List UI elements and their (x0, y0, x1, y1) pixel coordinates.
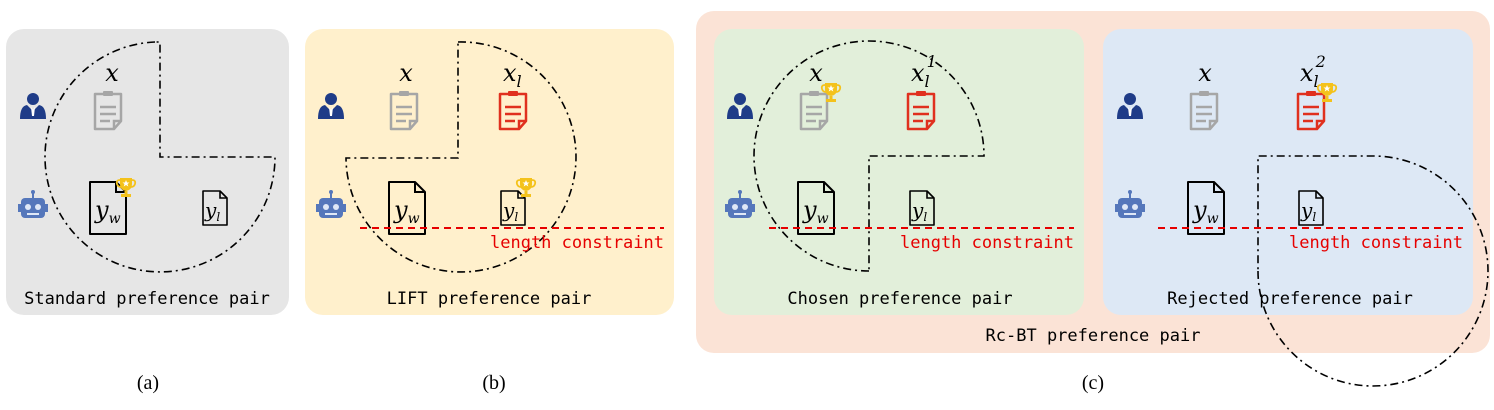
length-constraint-label: length constraint (490, 233, 664, 253)
prompt-x-label: x (1198, 59, 1212, 87)
length-prompt-label: xl (503, 59, 522, 91)
panel-a-region-outline (44, 41, 276, 273)
panel-a-background (6, 29, 289, 315)
panel-b-caption: LIFT preference pair (387, 289, 592, 309)
rejected-response-label: yl (502, 198, 518, 224)
chosen-response-label: yw (802, 196, 829, 227)
panel-b: x xl yw yl length constraint LIFT prefer… (305, 29, 674, 315)
length-constraint-label: length constraint (900, 233, 1074, 253)
rejected-panel-caption: Rejected preference pair (1167, 289, 1413, 309)
rejected-response-label: yl (204, 198, 220, 224)
prompt-x-label: x (105, 59, 119, 87)
panel-a-caption: Standard preference pair (24, 289, 270, 309)
subfigure-a-label: (a) (137, 372, 159, 394)
prompt-x-label: x (399, 59, 413, 87)
subfigure-b-label: (b) (482, 372, 505, 394)
chosen-panel-background (714, 29, 1084, 315)
panel-c-chosen: x xl1 yw yl length constraint Chosen pre… (714, 29, 1084, 315)
panel-a: x yw yl Standard preference pair (6, 29, 289, 315)
panel-c-rejected: x xl2 yw yl length constraint Rejected p… (1103, 29, 1489, 387)
length-prompt-label: xl1 (911, 52, 937, 91)
chosen-panel-caption: Chosen preference pair (787, 289, 1012, 309)
chosen-region-outline (753, 40, 985, 272)
chosen-response-label: yw (1192, 196, 1219, 227)
rejected-response-label: yl (1300, 198, 1316, 224)
panel-b-background (305, 29, 674, 315)
panel-c-caption: Rc-BT preference pair (986, 326, 1201, 346)
rejected-region-outline (1257, 155, 1489, 387)
chosen-response-label: yw (94, 196, 121, 227)
subfigure-c-label: (c) (1082, 372, 1104, 394)
rejected-response-label: yl (911, 198, 927, 224)
chosen-response-label: yw (393, 196, 420, 227)
rejected-panel-background (1103, 29, 1473, 315)
panel-c: x xl1 yw yl length constraint Chosen pre… (696, 11, 1490, 387)
panel-b-region-outline (345, 41, 577, 273)
prompt-x-label: x (809, 59, 823, 87)
length-constraint-label: length constraint (1289, 233, 1463, 253)
length-prompt-label: xl2 (1300, 52, 1326, 91)
